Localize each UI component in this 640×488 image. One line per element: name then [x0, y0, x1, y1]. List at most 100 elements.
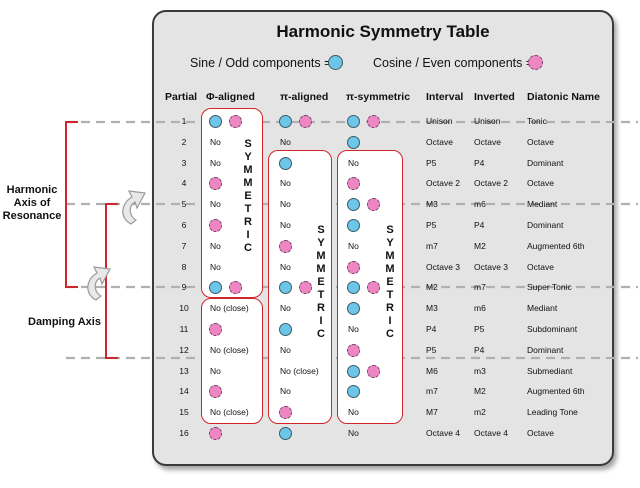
sine-component-icon — [347, 364, 360, 378]
interval-cell: M3 — [426, 199, 438, 210]
sine-component-icon — [279, 115, 292, 128]
cosine-component-icon — [299, 115, 312, 128]
cosine-component-icon — [209, 219, 222, 232]
sine-component-icon — [347, 302, 360, 316]
inverted-cell: m2 — [474, 407, 486, 418]
partial-number: 5 — [181, 199, 187, 210]
diatonic-name-cell: Leading Tone — [527, 407, 578, 418]
harmonic-axis-bracket — [65, 121, 78, 288]
header-interval: Interval — [426, 91, 464, 103]
header-inverted: Inverted — [474, 91, 515, 103]
damping-axis-bracket — [105, 203, 118, 359]
diatonic-name-cell: Octave — [527, 178, 554, 189]
phi-symmetric-group-box — [201, 108, 263, 298]
inverted-cell: m3 — [474, 365, 486, 376]
partial-number: 7 — [181, 240, 187, 251]
cosine-component-icon — [347, 260, 360, 274]
header-pi-symmetric: π-symmetric — [346, 91, 411, 103]
sine-component-icon — [279, 427, 292, 440]
phi-aligned-cell: No (close) — [210, 303, 249, 314]
phi-aligned-cell: No — [210, 365, 221, 376]
inverted-cell: Unison — [474, 116, 501, 126]
cosine-component-icon — [299, 281, 312, 295]
interval-cell: P4 — [426, 324, 437, 334]
partial-number: 15 — [179, 407, 189, 418]
curved-arrow-icon — [122, 190, 146, 225]
sine-component-icon — [347, 115, 360, 128]
interval-cell: m7 — [426, 386, 438, 397]
phi-close-group-box — [201, 298, 263, 424]
legend-cosine-icon — [528, 55, 543, 70]
inverted-cell: m6 — [474, 199, 486, 210]
legend-cosine-label: Cosine / Even components = — [373, 56, 534, 70]
partial-number: 6 — [181, 220, 187, 230]
inverted-cell: m7 — [474, 282, 486, 293]
cosine-component-icon — [347, 177, 360, 191]
cosine-component-icon — [209, 427, 222, 440]
sine-component-icon — [347, 135, 360, 149]
diatonic-name-cell: Mediant — [527, 303, 558, 314]
sine-component-icon — [209, 115, 222, 128]
inverted-cell: M2 — [474, 240, 486, 251]
interval-cell: P5 — [426, 157, 437, 168]
cosine-component-icon — [209, 323, 222, 336]
diatonic-name-cell: Submediant — [527, 365, 573, 376]
pi-aligned-cell: No — [280, 136, 291, 147]
pi-symmetric-cell: No — [348, 324, 359, 334]
diatonic-name-cell: Octave — [527, 428, 554, 438]
sine-component-icon — [347, 219, 360, 232]
pi-symmetric-cell: No — [348, 240, 359, 251]
cosine-component-icon — [279, 239, 292, 253]
sine-component-icon — [209, 281, 222, 295]
interval-cell: M3 — [426, 303, 438, 314]
inverted-cell: P5 — [474, 324, 485, 334]
interval-cell: Octave 4 — [426, 428, 461, 438]
interval-cell: P5 — [426, 344, 437, 355]
cosine-component-icon — [367, 198, 380, 212]
sine-component-icon — [279, 156, 292, 170]
header-partial: Partial — [165, 91, 198, 103]
partial-number: 13 — [179, 365, 189, 376]
diatonic-name-cell: Mediant — [527, 199, 558, 210]
phi-aligned-cell: No (close) — [210, 344, 249, 355]
phi-aligned-cell: No — [210, 157, 221, 168]
interval-cell: Octave — [426, 136, 453, 147]
pi-aligned-cell: No (close) — [280, 365, 319, 376]
interval-cell: m7 — [426, 240, 438, 251]
cosine-component-icon — [229, 281, 242, 295]
header-phi-aligned: Φ-aligned — [206, 91, 255, 103]
diagram-title: Harmonic Symmetry Table — [276, 22, 490, 41]
cosine-component-icon — [347, 343, 360, 357]
header-pi-aligned: π-aligned — [280, 91, 329, 103]
diatonic-name-cell: Subdominant — [527, 324, 578, 334]
interval-cell: M7 — [426, 407, 438, 418]
diatonic-name-cell: Dominant — [527, 157, 564, 168]
interval-cell: Octave 2 — [426, 178, 461, 189]
cosine-component-icon — [209, 177, 222, 191]
pi-aligned-cell: No — [280, 220, 291, 230]
cosine-component-icon — [209, 385, 222, 399]
diatonic-name-cell: Octave — [527, 136, 554, 147]
inverted-cell: P4 — [474, 344, 485, 355]
cosine-component-icon — [229, 115, 242, 128]
phi-aligned-cell: No — [210, 240, 221, 251]
legend-sine-label: Sine / Odd components = — [190, 56, 332, 70]
partial-number: 8 — [181, 261, 187, 272]
partial-number: 2 — [181, 136, 187, 147]
legend-sine-icon — [328, 55, 343, 70]
inverted-cell: M2 — [474, 386, 486, 397]
partial-number: 1 — [181, 116, 187, 126]
diatonic-name-cell: Octave — [527, 261, 554, 272]
partial-number: 10 — [179, 303, 189, 314]
interval-cell: Unison — [426, 116, 453, 126]
diatonic-name-cell: Augmented 6th — [527, 386, 585, 397]
inverted-cell: Octave 2 — [474, 178, 509, 189]
sine-component-icon — [347, 198, 360, 212]
pi-aligned-cell: No — [280, 199, 291, 210]
pi-aligned-cell: No — [280, 303, 291, 314]
partial-number: 16 — [179, 428, 189, 438]
inverted-cell: Octave — [474, 136, 501, 147]
diatonic-name-cell: Dominant — [527, 220, 564, 230]
